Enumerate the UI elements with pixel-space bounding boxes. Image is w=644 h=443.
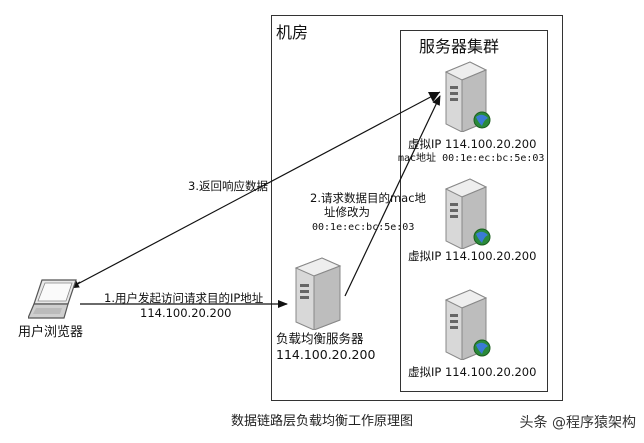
server-cluster-box [400,30,548,392]
step-1-ip-label: 114.100.20.200 [140,306,232,320]
step-3-label: 3.返回响应数据 [188,179,268,193]
user-browser-label: 用户浏览器 [18,325,84,340]
server-1-vip-label: 虚拟IP 114.100.20.200 [408,137,537,151]
server-1-mac-label: mac地址 00:1e:ec:bc:5e:03 [398,153,545,164]
load-balancer-ip-label: 114.100.20.200 [276,347,376,362]
server-3-icon [444,289,491,360]
step-2-mac-label: 00:1e:ec:bc:5e:03 [312,222,415,233]
machine-room-box [271,15,563,401]
diagram-caption: 数据链路层负载均衡工作原理图 [230,414,413,429]
step-2-label: 2.请求数据目的mac地 [310,191,427,205]
watermark: 头条 @程序猿架构 [519,415,636,431]
arrow-response-to-browser [69,91,441,289]
step-2-label-cont: 址修改为 [324,205,370,219]
arrow-forward-to-server [344,95,441,297]
server-2-vip-label: 虚拟IP 114.100.20.200 [408,249,537,263]
step-1-label: 1.用户发起访问请求目的IP地址 [104,291,264,305]
server-cluster-title: 服务器集群 [419,37,500,56]
load-balancer-server-icon [294,257,342,330]
load-balancer-label: 负载均衡服务器 [276,331,364,346]
machine-room-title: 机房 [276,23,309,42]
laptop-icon [28,279,77,319]
server-2-icon [444,178,491,249]
server-3-vip-label: 虚拟IP 114.100.20.200 [408,365,537,379]
server-1-icon [444,61,491,132]
